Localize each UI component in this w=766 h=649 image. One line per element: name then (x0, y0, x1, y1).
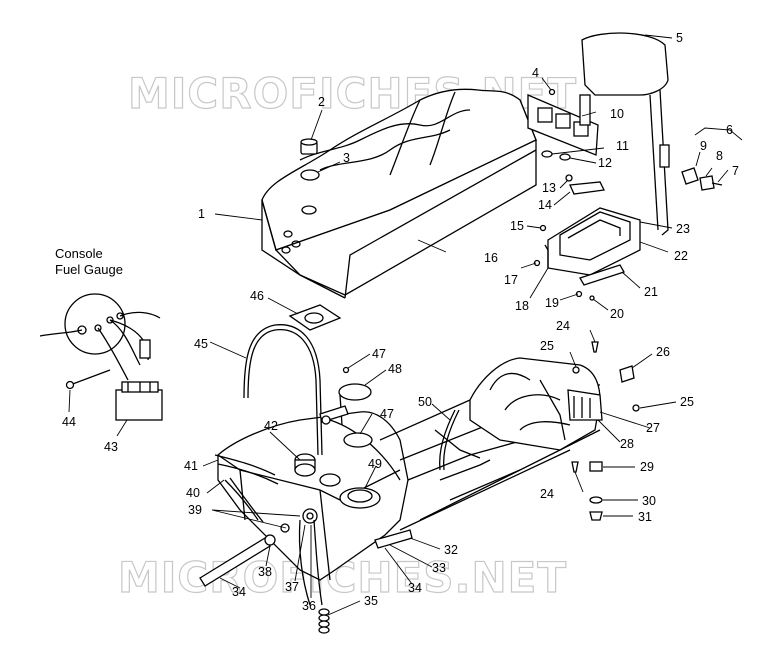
callout-9: 9 (700, 139, 707, 153)
callout-30: 30 (642, 494, 656, 508)
washer-30 (589, 496, 603, 504)
callout-11: 11 (616, 139, 629, 153)
callout-42: 42 (264, 419, 278, 433)
callout-46: 46 (250, 289, 264, 303)
callout-19: 19 (545, 296, 559, 310)
screw-47a (342, 366, 350, 374)
callout-34-right: 34 (408, 581, 422, 595)
wire-connector-44 (65, 369, 111, 390)
backrest (581, 32, 670, 236)
callout-34-left: 34 (232, 585, 246, 599)
callout-7: 7 (732, 164, 739, 178)
callout-29: 29 (640, 460, 654, 474)
fuel-tank (217, 411, 409, 581)
callout-45: 45 (194, 337, 208, 351)
callout-24-top: 24 (556, 319, 570, 333)
callout-25-bottom: 25 (680, 395, 694, 409)
seat-bracket (533, 181, 641, 301)
callout-32: 32 (444, 543, 458, 557)
callout-47-top: 47 (372, 347, 386, 361)
callout-27: 27 (646, 421, 660, 435)
seat (261, 88, 537, 299)
caption-fuel-gauge: Fuel Gauge (55, 262, 123, 277)
ring-47b (343, 432, 373, 448)
washer-11 (541, 150, 553, 158)
plate-29 (589, 461, 603, 472)
callout-24-bottom: 24 (540, 487, 554, 501)
callout-16: 16 (484, 251, 498, 265)
callout-21: 21 (644, 285, 658, 299)
stud-24b (571, 461, 579, 473)
callout-37: 37 (285, 580, 299, 594)
gasket-46 (288, 304, 342, 331)
knob-9 (681, 167, 723, 191)
callout-47-mid: 47 (380, 407, 394, 421)
callout-20: 20 (610, 307, 624, 321)
callout-50: 50 (418, 395, 432, 409)
callout-44: 44 (62, 415, 76, 429)
callout-1: 1 (198, 207, 205, 221)
spring-clamp-35 (318, 608, 330, 634)
callout-31: 31 (638, 510, 652, 524)
callout-8: 8 (716, 149, 723, 163)
leader-lines (68, 34, 743, 616)
vent-hose-45 (243, 324, 323, 456)
callout-17: 17 (504, 273, 518, 287)
callout-36: 36 (302, 599, 316, 613)
seat-nut (300, 138, 318, 155)
callout-18: 18 (515, 299, 529, 313)
tank-hoses-41-40 (214, 454, 279, 523)
callout-48: 48 (388, 362, 402, 376)
callout-5: 5 (676, 31, 683, 45)
callout-23: 23 (676, 222, 690, 236)
nut-31 (589, 511, 603, 521)
callout-2: 2 (318, 95, 325, 109)
callout-28: 28 (620, 437, 634, 451)
callout-35: 35 (364, 594, 378, 608)
tank-fittings (298, 508, 323, 606)
callout-33: 33 (432, 561, 446, 575)
callout-43: 43 (104, 440, 118, 454)
tunnel-hood (469, 357, 601, 451)
callout-15: 15 (510, 219, 524, 233)
bolt-25b (632, 404, 640, 412)
grille-27-28 (567, 389, 603, 421)
callout-49: 49 (368, 457, 382, 471)
callout-22: 22 (674, 249, 688, 263)
cable-50 (439, 409, 460, 471)
callout-4: 4 (532, 66, 539, 80)
seat-washer (300, 169, 320, 181)
screw-4 (548, 88, 556, 96)
caption-console: Console (55, 246, 103, 261)
callout-10: 10 (610, 107, 624, 121)
callout-12: 12 (598, 156, 612, 170)
sender-48 (319, 383, 372, 426)
bolt-13 (565, 174, 573, 182)
gauge-sender (115, 381, 163, 421)
callout-40: 40 (186, 486, 200, 500)
callout-14: 14 (538, 198, 552, 212)
callout-39: 39 (188, 503, 202, 517)
stud-24a (591, 341, 599, 353)
callout-13: 13 (542, 181, 556, 195)
callout-26: 26 (656, 345, 670, 359)
fuel-gauge (39, 293, 161, 381)
spacer-12 (559, 153, 571, 161)
callout-41: 41 (184, 459, 198, 473)
callout-25-top: 25 (540, 339, 554, 353)
bolt-25a (572, 366, 580, 374)
clip-26 (619, 365, 635, 383)
backrest-bracket (527, 94, 599, 156)
callout-38: 38 (258, 565, 272, 579)
callout-labels: 1 2 3 4 5 6 7 8 9 10 11 12 13 14 15 16 1… (62, 31, 739, 613)
tank-strap-33 (374, 529, 413, 549)
callout-3: 3 (343, 151, 350, 165)
callout-6: 6 (726, 123, 733, 137)
fuel-cap-42 (294, 453, 316, 477)
